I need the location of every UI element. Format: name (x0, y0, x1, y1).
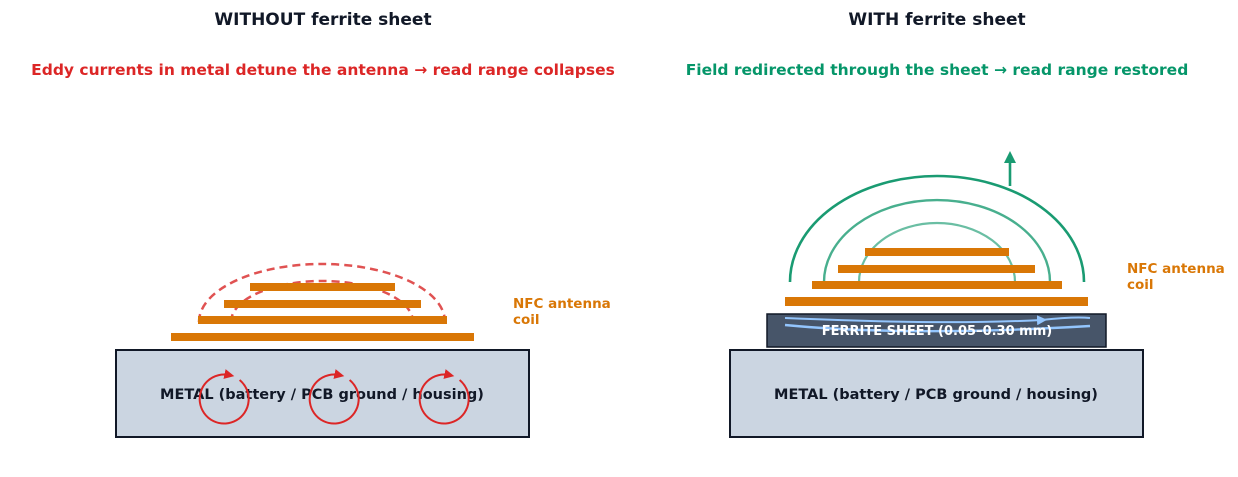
read-range-arrow-icon (1004, 151, 1016, 186)
right-metal-block (729, 349, 1144, 438)
eddy-current-loop-icon (418, 369, 470, 425)
flux-path-upper (784, 315, 1047, 326)
left-subtitle: Eddy currents in metal detune the antenn… (31, 61, 615, 79)
right-coil-label-line2: coil (1127, 277, 1154, 293)
field-line-outer (788, 174, 1086, 283)
flux-path-right (1041, 316, 1091, 321)
left-coil-label-line1: NFC antenna (513, 296, 611, 312)
left-nfc-coil (171, 283, 474, 341)
right-metal-label: METAL (battery / PCB ground / housing) (774, 387, 1098, 403)
eddy-current-loop-icon (198, 369, 250, 425)
left-panel: WITHOUT ferrite sheet Eddy currents in m… (31, 10, 615, 438)
field-line-middle (822, 198, 1052, 283)
right-title: WITH ferrite sheet (848, 10, 1025, 30)
right-panel: WITH ferrite sheet Field redirected thro… (686, 10, 1225, 438)
eddy-current-loop-icon (308, 369, 360, 425)
left-metal-label: METAL (battery / PCB ground / housing) (160, 387, 484, 403)
flux-path-lower (784, 323, 1091, 333)
eddy-current-loops (198, 369, 470, 425)
left-coil-label-line2: coil (513, 312, 540, 328)
left-title: WITHOUT ferrite sheet (214, 10, 431, 30)
detuned-field-line-inner (229, 279, 415, 323)
left-metal-block (115, 349, 530, 438)
right-coil-label-line1: NFC antenna (1127, 261, 1225, 277)
detuned-field-line-outer (197, 262, 447, 323)
ferrite-label: FERRITE SHEET (0.05–0.30 mm) (822, 324, 1052, 339)
right-subtitle: Field redirected through the sheet → rea… (686, 61, 1189, 79)
right-nfc-coil (785, 248, 1088, 306)
